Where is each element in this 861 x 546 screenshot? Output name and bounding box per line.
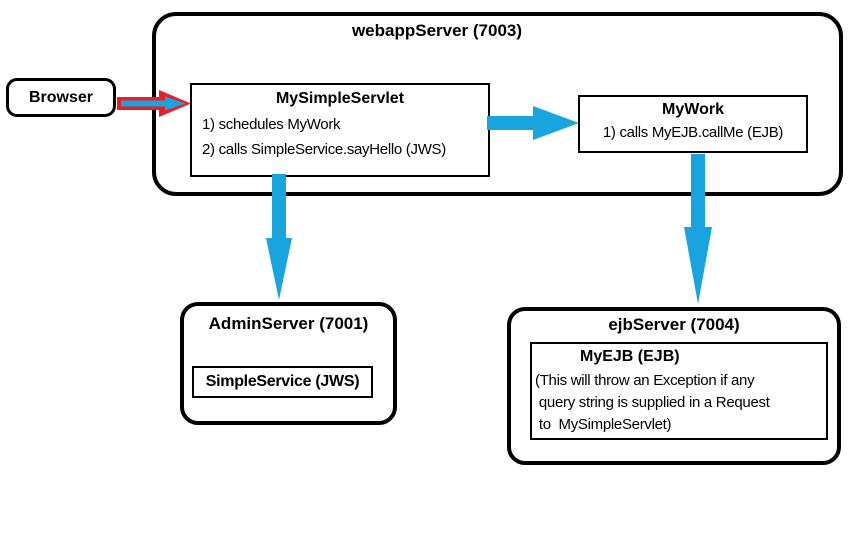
mywork-line-1: 1) calls MyEJB.callMe (EJB) bbox=[602, 124, 784, 141]
mywork-node: MyWork 1) calls MyEJB.callMe (EJB) bbox=[578, 95, 808, 153]
simple-service-node: SimpleService (JWS) bbox=[192, 366, 373, 398]
admin-server-title: AdminServer (7001) bbox=[208, 314, 369, 333]
my-simple-servlet-node: MySimpleServlet 1) schedules MyWork 2) c… bbox=[190, 83, 490, 177]
simple-service-label: SimpleService (JWS) bbox=[205, 373, 360, 390]
myejb-note: (This will throw an Exception if any que… bbox=[535, 372, 770, 433]
myejb-title: MyEJB (EJB) bbox=[580, 348, 680, 365]
ejb-server-node: ejbServer (7004) MyEJB (EJB) (This will … bbox=[507, 307, 841, 465]
webapp-server-title: webappServer (7003) bbox=[351, 21, 523, 40]
myejb-node: MyEJB (EJB) (This will throw an Exceptio… bbox=[530, 342, 828, 440]
webapp-server-node: webappServer (7003) MySimpleServlet 1) s… bbox=[152, 12, 843, 196]
browser-label: Browser bbox=[28, 88, 94, 106]
my-simple-servlet-line-1: 1) schedules MyWork bbox=[202, 116, 341, 133]
my-simple-servlet-line-2: 2) calls SimpleService.sayHello (JWS) bbox=[202, 141, 446, 158]
admin-server-node: AdminServer (7001) SimpleService (JWS) bbox=[180, 302, 397, 425]
mywork-title: MyWork bbox=[662, 101, 724, 118]
browser-node: Browser bbox=[6, 78, 116, 117]
my-simple-servlet-title: MySimpleServlet bbox=[275, 90, 405, 107]
ejb-server-title: ejbServer (7004) bbox=[608, 315, 740, 334]
